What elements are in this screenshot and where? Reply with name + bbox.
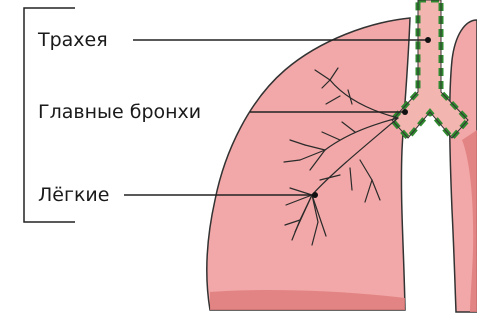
left-lung-shape [207, 18, 410, 310]
lungs-label: Лёгкие [38, 184, 109, 206]
right-lung [450, 20, 477, 312]
lungs-marker [312, 192, 318, 198]
trachea-marker [425, 37, 431, 43]
trachea-label: Трахея [37, 29, 108, 51]
bronchi-marker [402, 109, 408, 115]
main-bronchi-label: Главные бронхи [38, 101, 201, 123]
left-lung [207, 18, 410, 310]
